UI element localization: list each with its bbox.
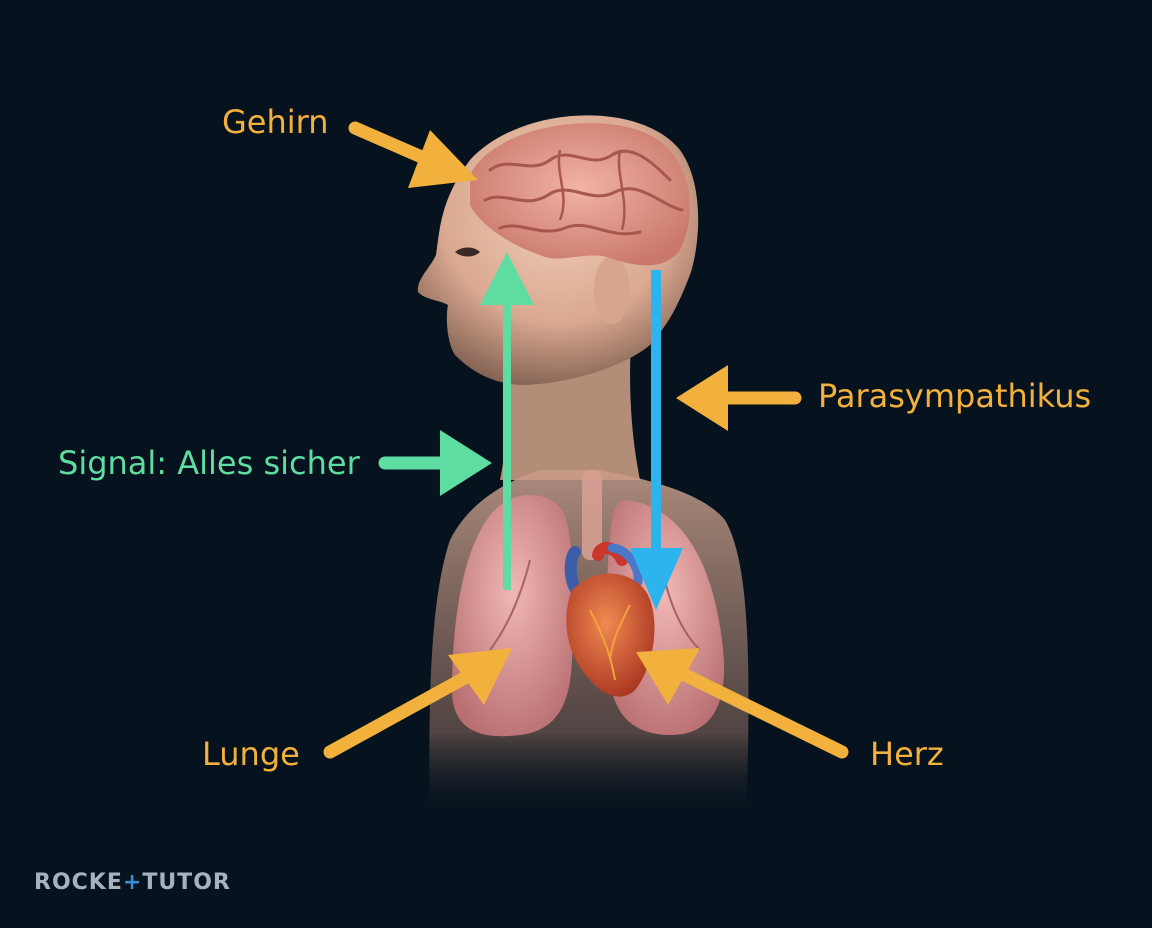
heart-icon: [564, 542, 655, 697]
lung-label: Lunge: [202, 735, 300, 773]
logo-part-1: ROCKE: [34, 870, 123, 895]
ear-shape: [594, 256, 630, 324]
trachea-shape: [582, 470, 602, 560]
heart-pointer-arrow: [636, 648, 849, 759]
logo-part-2: +: [122, 870, 143, 895]
eye-shape: [455, 247, 480, 257]
signal-label: Signal: Alles sicher: [58, 444, 360, 482]
rockettutor-logo: ROCKE+TUTOR: [34, 872, 231, 894]
signal-arrow-up: [480, 252, 534, 590]
parasympathetic-label: Parasympathikus: [818, 377, 1092, 415]
parasympathetic-arrow-down: [630, 270, 683, 610]
heart-label: Herz: [870, 735, 944, 773]
brain-pointer-arrow: [348, 121, 478, 188]
logo-part-3: TUTOR: [142, 870, 231, 895]
signal-pointer-arrow: [378, 430, 492, 496]
brain-label: Gehirn: [222, 103, 329, 141]
parasympathetic-pointer-arrow: [676, 365, 802, 431]
brain-icon: [470, 123, 690, 266]
lung-pointer-arrow: [323, 648, 512, 759]
